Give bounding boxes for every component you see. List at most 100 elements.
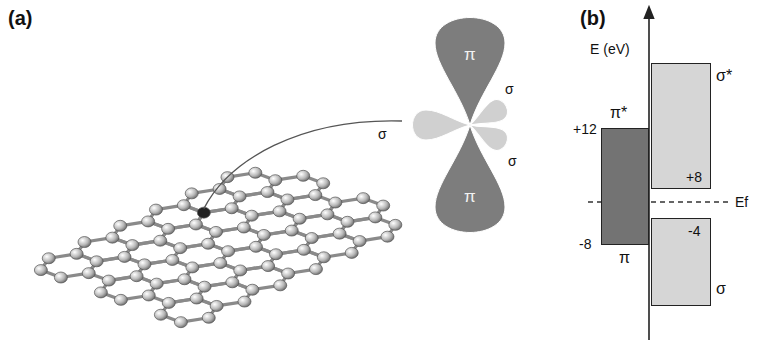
- carbon-atom: [177, 200, 190, 211]
- carbon-atom: [102, 275, 115, 286]
- carbon-atom: [138, 259, 151, 270]
- carbon-atom: [309, 190, 322, 201]
- energy-value: -8: [579, 237, 591, 251]
- pi-band: π*π: [601, 128, 649, 245]
- carbon-atom: [162, 297, 175, 308]
- carbon-atom: [262, 261, 275, 272]
- carbon-atom: [238, 296, 251, 307]
- carbon-atom: [246, 284, 259, 295]
- carbon-atom: [214, 258, 227, 269]
- carbon-atom: [321, 209, 334, 220]
- carbon-atom: [281, 194, 294, 205]
- orbital-label: σ: [508, 154, 517, 168]
- carbon-atom: [174, 317, 187, 328]
- carbon-atom: [154, 235, 167, 246]
- graphene-sheet: [34, 167, 401, 327]
- carbon-atom: [126, 240, 139, 251]
- carbon-atom: [269, 249, 282, 260]
- carbon-atom: [357, 193, 370, 204]
- carbon-atom: [162, 223, 175, 234]
- carbon-atom: [149, 204, 162, 215]
- leader-line: [204, 121, 402, 209]
- carbon-atom: [257, 229, 270, 240]
- fermi-level-label: Ef: [735, 195, 748, 209]
- carbon-atom: [82, 268, 95, 279]
- panel-label: (b): [580, 8, 606, 28]
- carbon-atom: [297, 170, 310, 181]
- carbon-atom: [186, 262, 199, 273]
- carbon-atom: [234, 265, 247, 276]
- energy-value: +12: [573, 122, 597, 136]
- carbon-atom: [78, 237, 91, 248]
- carbon-atom: [178, 274, 191, 285]
- carbon-atom: [377, 200, 390, 211]
- carbon-atom: [209, 226, 222, 237]
- orbital-label: σ: [378, 127, 387, 141]
- carbon-atom: [329, 197, 342, 208]
- carbon-atom: [142, 216, 155, 227]
- axis-label: E (eV): [590, 42, 630, 56]
- band-label: σ*: [716, 68, 732, 84]
- sigma-band: σ: [651, 218, 711, 306]
- carbon-atom: [333, 228, 346, 239]
- orbital-label: σ: [505, 82, 514, 96]
- carbon-atom: [197, 207, 210, 218]
- carbon-atom: [285, 225, 298, 236]
- carbon-atom: [42, 253, 55, 264]
- carbon-atom: [106, 232, 119, 243]
- carbon-atom: [174, 243, 187, 254]
- carbon-atom: [202, 312, 215, 323]
- carbon-atom: [353, 236, 366, 247]
- carbon-atom: [166, 254, 179, 265]
- carbon-atom: [293, 213, 306, 224]
- carbon-atom: [210, 300, 223, 311]
- carbon-atom: [245, 210, 258, 221]
- carbon-atom: [237, 222, 250, 233]
- band-label: σ: [716, 281, 726, 297]
- carbon-atom: [381, 231, 394, 242]
- carbon-atom: [249, 241, 262, 252]
- carbon-atom: [94, 287, 107, 298]
- sigma-lobe: [413, 110, 471, 140]
- energy-value: +8: [686, 170, 702, 184]
- carbon-atom: [369, 212, 382, 223]
- carbon-atom: [305, 233, 318, 244]
- carbon-atom: [150, 278, 163, 289]
- carbon-atom: [70, 248, 83, 259]
- orbital: [413, 18, 512, 233]
- carbon-atom: [189, 219, 202, 230]
- panel-label: (a): [8, 8, 32, 28]
- carbon-atom: [130, 271, 143, 282]
- carbon-atom: [345, 247, 358, 258]
- carbon-atom: [261, 187, 274, 198]
- carbon-atom: [309, 264, 322, 275]
- carbon-atom: [90, 256, 103, 267]
- carbon-atom: [233, 191, 246, 202]
- carbon-atom: [202, 238, 215, 249]
- band-label: π: [619, 250, 630, 266]
- carbon-atom: [222, 246, 235, 257]
- carbon-atom: [273, 206, 286, 217]
- carbon-atom: [34, 265, 47, 276]
- orbital-label: π: [464, 46, 476, 63]
- carbon-atom: [317, 252, 330, 263]
- carbon-atom: [114, 220, 127, 231]
- carbon-atom: [54, 272, 67, 283]
- pi-lobe: [435, 125, 505, 233]
- carbon-atom: [282, 268, 295, 279]
- carbon-atom: [225, 203, 238, 214]
- band-label: π*: [610, 105, 627, 121]
- carbon-atom: [249, 167, 262, 178]
- carbon-atom: [341, 216, 354, 227]
- carbon-atom: [190, 293, 203, 304]
- carbon-atom: [114, 294, 127, 305]
- carbon-atom: [142, 290, 155, 301]
- carbon-atom: [118, 251, 131, 262]
- carbon-atom: [226, 277, 239, 288]
- carbon-atom: [198, 281, 211, 292]
- carbon-atom: [154, 309, 167, 320]
- pi-lobe: [435, 18, 505, 126]
- carbon-atom: [269, 175, 282, 186]
- energy-value: -4: [688, 224, 700, 238]
